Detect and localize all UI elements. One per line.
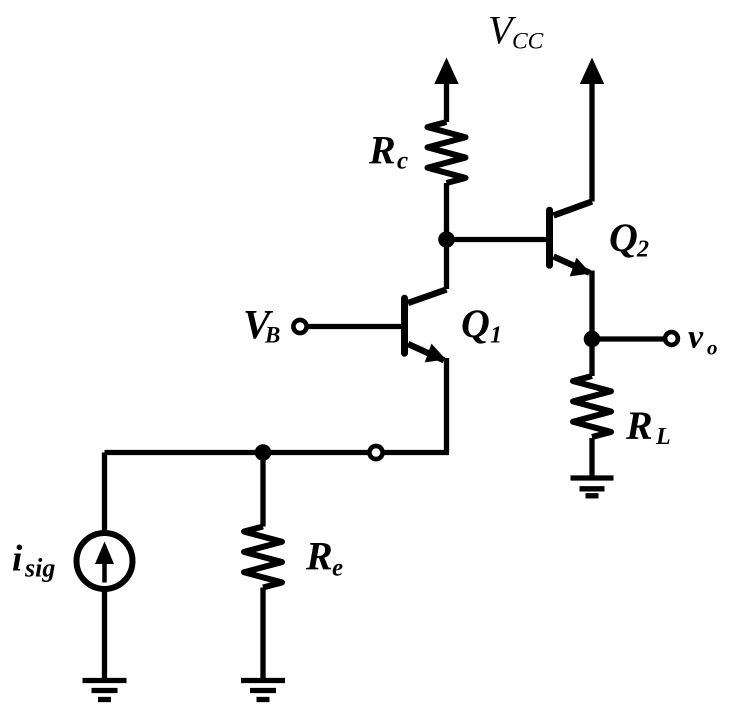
svg-text:R: R [368,127,396,172]
svg-text:V: V [488,8,517,53]
svg-text:e: e [332,555,343,582]
svg-text:sig: sig [24,554,55,583]
svg-text:2: 2 [636,237,649,263]
svg-text:CC: CC [512,28,544,54]
svg-text:R: R [625,403,653,448]
svg-text:B: B [264,323,280,348]
svg-text:i: i [12,539,23,580]
svg-text:V: V [243,301,274,347]
svg-text:R: R [305,534,333,579]
svg-text:v: v [688,319,704,356]
svg-text:o: o [707,336,718,360]
svg-text:Q: Q [609,215,638,260]
svg-text:L: L [655,424,671,450]
svg-text:1: 1 [490,323,502,349]
svg-text:Q: Q [461,301,490,346]
svg-text:c: c [397,147,408,174]
